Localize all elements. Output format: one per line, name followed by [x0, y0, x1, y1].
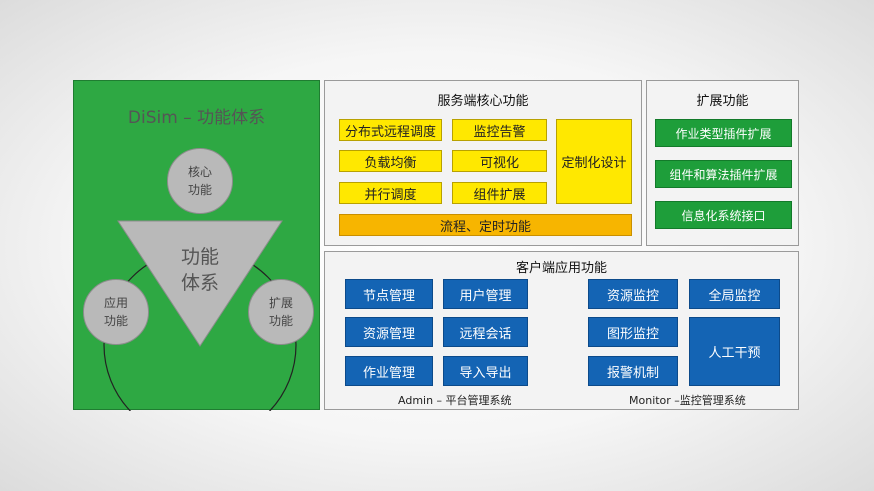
core-item-visualization: 可视化	[452, 150, 547, 172]
client-panel: 客户端应用功能 节点管理 用户管理 资源管理 远程会话 作业管理 导入导出 Ad…	[324, 251, 799, 410]
core-item-distributed-scheduling: 分布式远程调度	[339, 119, 442, 141]
extension-panel: 扩展功能 作业类型插件扩展 组件和算法插件扩展 信息化系统接口	[646, 80, 799, 246]
monitor-caption: Monitor –监控管理系统	[629, 394, 746, 407]
monitor-item-graphic-monitoring: 图形监控	[588, 317, 678, 347]
monitor-item-global-monitoring: 全局监控	[689, 279, 780, 309]
extension-function-label: 扩展 功能	[268, 296, 293, 328]
ext-item-job-type-plugin: 作业类型插件扩展	[655, 119, 792, 147]
admin-caption: Admin – 平台管理系统	[398, 394, 512, 407]
core-item-custom-design: 定制化设计	[556, 119, 632, 204]
center-triangle	[117, 220, 283, 347]
admin-item-node-management: 节点管理	[345, 279, 433, 309]
server-core-title: 服务端核心功能	[437, 94, 529, 109]
admin-item-job-management: 作业管理	[345, 356, 433, 386]
core-function-node: 核心 功能	[167, 148, 233, 214]
core-item-flow-timing: 流程、定时功能	[339, 214, 632, 236]
core-item-load-balancing: 负载均衡	[339, 150, 442, 172]
ext-item-info-system-interface: 信息化系统接口	[655, 201, 792, 229]
client-title: 客户端应用功能	[515, 261, 607, 276]
extension-function-node: 扩展 功能	[248, 279, 314, 345]
extension-title: 扩展功能	[696, 94, 749, 109]
core-item-parallel-scheduling: 并行调度	[339, 182, 442, 204]
admin-item-user-management: 用户管理	[443, 279, 528, 309]
core-function-label: 核心 功能	[187, 165, 212, 197]
admin-item-resource-management: 资源管理	[345, 317, 433, 347]
server-core-panel: 服务端核心功能 分布式远程调度 监控告警 负载均衡 可视化 并行调度 组件扩展 …	[324, 80, 642, 246]
application-function-node: 应用 功能	[83, 279, 149, 345]
disim-title: DiSim – 功能体系	[127, 108, 266, 128]
admin-item-remote-session: 远程会话	[443, 317, 528, 347]
core-item-component-extension: 组件扩展	[452, 182, 547, 204]
center-label: 功能 体系	[180, 246, 219, 294]
system-diagram	[103, 220, 297, 411]
admin-item-import-export: 导入导出	[443, 356, 528, 386]
monitor-item-manual-intervention: 人工干预	[689, 317, 780, 386]
monitor-item-resource-monitoring: 资源监控	[588, 279, 678, 309]
monitor-item-alarm-mechanism: 报警机制	[588, 356, 678, 386]
core-item-monitoring-alarm: 监控告警	[452, 119, 547, 141]
ext-item-component-algorithm-plugin: 组件和算法插件扩展	[655, 160, 792, 188]
application-function-label: 应用 功能	[103, 296, 128, 328]
disim-system-panel: DiSim – 功能体系 功能 体系 核心 功能 应用 功能 扩展 功能	[73, 80, 320, 411]
